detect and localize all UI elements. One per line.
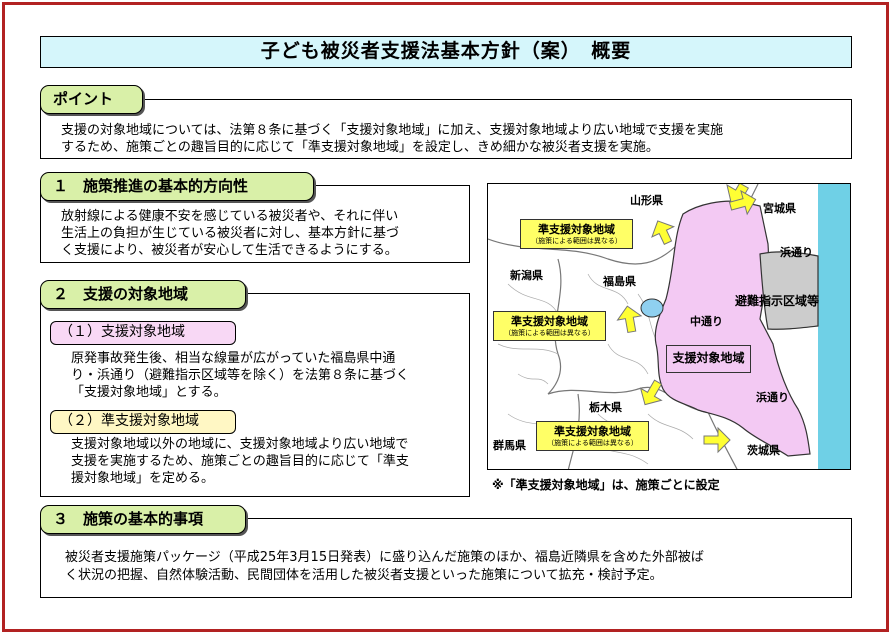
point-line-1: 支援の対象地域については、法第８条に基づく「支援対象地域」に加え、支援対象地域よ… <box>61 123 724 138</box>
map-graphic <box>488 184 850 469</box>
sub2-line-2: 支援を実施するため、施策ごとの趣旨目的に応じて「準支 <box>71 454 409 469</box>
sub2-line-3: 援対象地域」を定める。 <box>71 471 215 486</box>
section3-tab: ３ 施策の基本的事項 <box>40 505 246 534</box>
arrow-west <box>616 305 643 334</box>
section1-tab: １ 施策推進の基本的方向性 <box>40 172 314 201</box>
label-niigata: 新潟県 <box>510 269 543 282</box>
fukushima-map: 山形県 宮城県 新潟県 福島県 栃木県 群馬県 茨城県 中通り 浜通り 浜通り … <box>487 183 851 470</box>
page-title: 子ども被災者支援法基本方針（案） 概要 <box>40 36 852 68</box>
point-line-2: するため、施策ごとの趣旨目的に応じて「準支援対象地域」を設定し、きめ細かな被災者… <box>61 140 659 155</box>
label-gunma: 群馬県 <box>493 439 526 452</box>
sub2-label: （２）準支援対象地域 <box>50 410 236 434</box>
label-hamadori-north: 浜通り <box>780 246 813 259</box>
callout-2-sub: （施策による範囲は異なる） <box>504 329 595 337</box>
label-support-area: 支援対象地域 <box>666 345 751 373</box>
sub1-line-2: り・浜通り（避難指示区域等を除く）を法第８条に基づく <box>71 368 410 383</box>
section2-box: 原発事故発生後、相当な線量が広がっていた福島県中通 り・浜通り（避難指示区域等を… <box>40 293 470 497</box>
section2-tab: ２ 支援の対象地域 <box>40 280 246 309</box>
label-ibaraki: 茨城県 <box>747 444 780 457</box>
point-tab: ポイント <box>40 85 143 114</box>
callout-1-title: 準支援対象地域 <box>538 223 615 236</box>
callout-quasi-support-1: 準支援対象地域 （施策による範囲は異なる） <box>520 219 633 249</box>
section1-line-1: 放射線による健康不安を感じている被災者や、それに伴い <box>61 209 399 224</box>
lake-shape <box>640 298 664 318</box>
arrow-north <box>651 220 676 246</box>
label-nakadori: 中通り <box>690 315 723 328</box>
sub1-line-1: 原発事故発生後、相当な線量が広がっていた福島県中通 <box>71 351 396 366</box>
callout-quasi-support-2: 準支援対象地域 （施策による範囲は異なる） <box>493 311 606 341</box>
point-box: 支援の対象地域については、法第８条に基づく「支援対象地域」に加え、支援対象地域よ… <box>40 99 852 159</box>
sub2-line-1: 支援対象地域以外の地域に、支援対象地域より広い地域で <box>71 437 409 452</box>
border-west <box>547 258 562 395</box>
sea-area <box>818 184 850 469</box>
section3-box: 被災者支援施策パッケージ（平成25年3月15日発表）に盛り込んだ施策のほか、福島… <box>40 518 852 598</box>
arrow-miyagi <box>728 189 757 216</box>
sub1-line-3: 「支援対象地域」とする。 <box>71 385 227 400</box>
label-yamagata: 山形県 <box>630 194 663 207</box>
sub1-label: （１）支援対象地域 <box>50 321 236 345</box>
callout-3-sub: （施策による範囲は異なる） <box>547 439 638 447</box>
arrow-ibaraki <box>703 426 731 454</box>
section3-line-1: 被災者支援施策パッケージ（平成25年3月15日発表）に盛り込んだ施策のほか、福島… <box>65 550 704 565</box>
map-note: ※「準支援対象地域」は、施策ごとに設定 <box>492 478 720 492</box>
callout-3-title: 準支援対象地域 <box>554 425 631 438</box>
label-fukushima: 福島県 <box>603 275 636 288</box>
arrow-southwest <box>639 379 663 406</box>
label-miyagi: 宮城県 <box>763 202 796 215</box>
callout-quasi-support-3: 準支援対象地域 （施策による範囲は異なる） <box>536 421 649 451</box>
callout-1-sub: （施策による範囲は異なる） <box>531 237 622 245</box>
label-evacuation-zone: 避難指示区域等 <box>735 294 820 308</box>
evacuation-zone-shape <box>759 251 819 330</box>
section1-line-3: く支援により、被災者が安心して生活できるようにする。 <box>61 243 398 258</box>
label-tochigi: 栃木県 <box>589 401 622 414</box>
section3-line-2: く状況の把握、自然体験活動、民間団体を活用した被災者支援といった施策について拡充… <box>65 568 663 583</box>
callout-2-title: 準支援対象地域 <box>511 315 588 328</box>
section1-line-2: 生活上の負担が生じている被災者に対し、基本方針に基づ <box>61 226 400 241</box>
label-hamadori-south: 浜通り <box>756 391 789 404</box>
